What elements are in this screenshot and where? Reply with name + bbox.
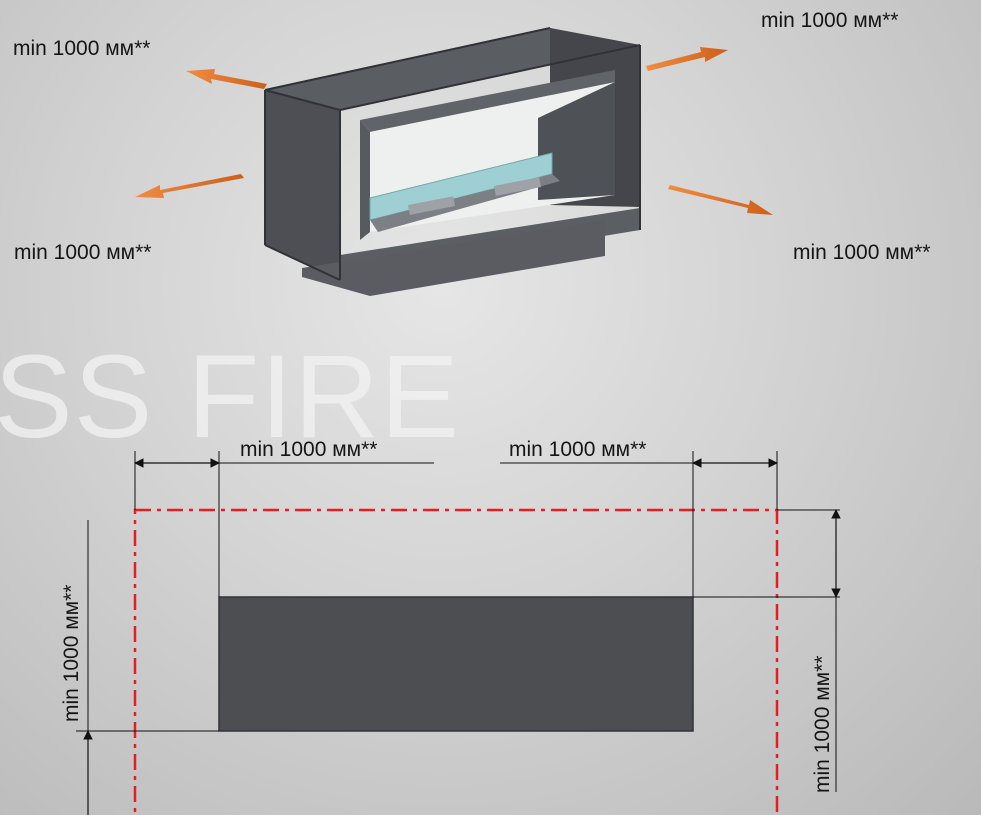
fireplace-top-frame xyxy=(265,28,640,110)
fireplace-edge xyxy=(339,44,641,111)
plan-top-left-label: min 1000 мм** xyxy=(240,438,377,461)
orange-arrow-top-left xyxy=(186,69,267,89)
watermark-text: SS FIRE xyxy=(0,331,460,463)
fireplace-burner-slot xyxy=(494,177,542,196)
fireplace-edge xyxy=(264,27,551,91)
clearance-boundary xyxy=(133,508,779,815)
fireplace-plan-body xyxy=(218,596,694,732)
fireplace-inner-right-depth xyxy=(538,82,615,200)
fireplace-front-frame xyxy=(265,90,340,280)
plan-left-vertical-label: min 1000 мм** xyxy=(60,585,83,722)
orange-arrow-top-right xyxy=(646,47,728,71)
fireplace-3d-model xyxy=(264,27,641,296)
orange-clearance-arrows xyxy=(135,47,773,215)
fireplace-inner-left-depth xyxy=(360,120,370,240)
top-left-clearance-label: min 1000 мм** xyxy=(13,37,150,60)
bottom-left-clearance-label: min 1000 мм** xyxy=(14,241,151,264)
plan-view-diagram xyxy=(76,451,841,815)
orange-arrow-bottom-right xyxy=(668,185,773,215)
bottom-right-clearance-label: min 1000 мм** xyxy=(793,241,930,264)
fireplace-base xyxy=(302,220,605,296)
orange-arrow-bottom-left xyxy=(135,174,244,198)
fireplace-inner-top xyxy=(360,70,615,132)
fireplace-edge xyxy=(264,244,341,281)
top-right-clearance-label: min 1000 мм** xyxy=(761,9,898,32)
fireplace-burner-slot xyxy=(408,196,456,215)
plan-top-right-label: min 1000 мм** xyxy=(509,438,646,461)
plan-right-vertical-label: min 1000 мм** xyxy=(811,656,834,793)
fireplace-edge xyxy=(264,89,341,111)
